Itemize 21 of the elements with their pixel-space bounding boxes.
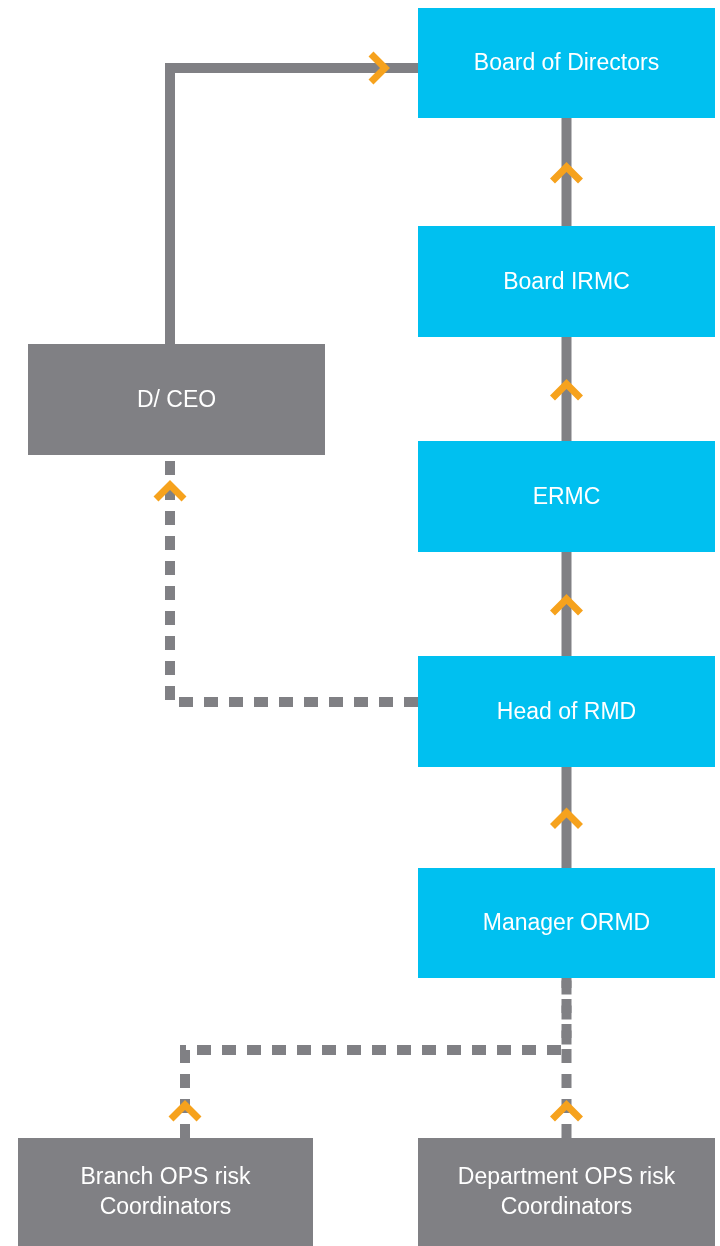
process-box (418, 1138, 715, 1246)
process-box (28, 344, 325, 455)
connector-arrow (550, 552, 583, 656)
process-box (418, 8, 715, 118)
process-box (18, 1138, 313, 1246)
connector-arrow (550, 337, 583, 441)
box-label: Board IRMC (503, 266, 630, 296)
box-label: Manager ORMD (482, 908, 651, 938)
box-label: Department OPS risk Coordinators (456, 1162, 677, 1221)
box-label: ERMC (532, 481, 601, 511)
connector-arrow (165, 51, 418, 344)
process-box (418, 868, 715, 978)
connector-arrow (550, 118, 583, 226)
box-label: Board of Directors (473, 48, 660, 78)
connector-arrow (550, 767, 583, 868)
box-label: D/ CEO (136, 384, 217, 414)
process-box (418, 226, 715, 337)
process-box (418, 441, 715, 552)
box-label: Branch OPS risk Coordinators (79, 1162, 252, 1221)
process-box (418, 656, 715, 767)
box-label: Head of RMD (496, 696, 637, 726)
